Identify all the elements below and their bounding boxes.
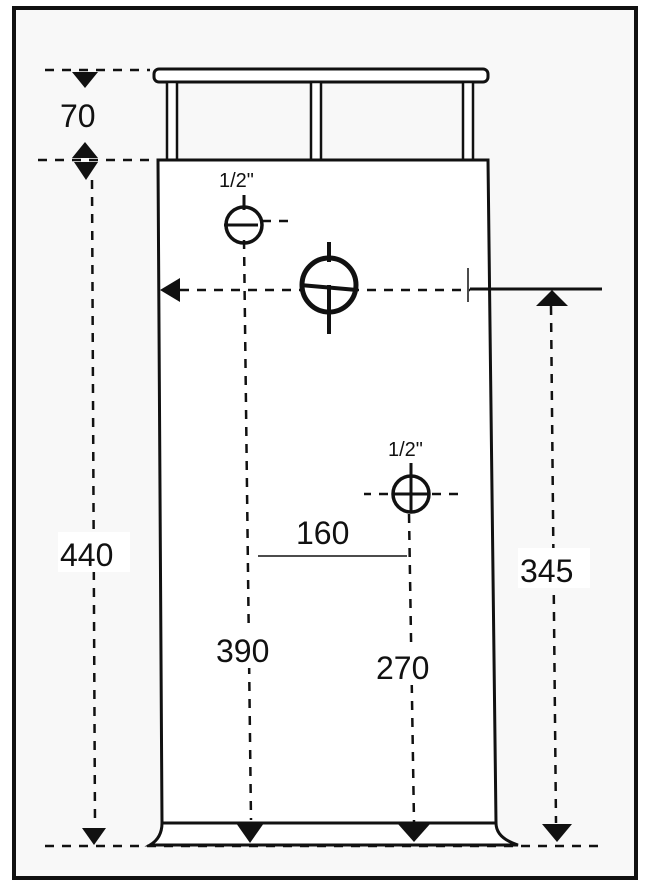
arrow-345-bottom xyxy=(542,824,572,842)
arrow-440-top xyxy=(74,162,98,180)
arrow-440-bottom xyxy=(82,828,106,845)
dim-160-label: 160 xyxy=(296,515,349,551)
dim-390-label: 390 xyxy=(216,633,269,669)
arrow-390-bottom xyxy=(236,823,264,843)
arrow-left-edge xyxy=(160,278,180,302)
dim-70-label: 70 xyxy=(60,98,96,134)
arrow-345-top xyxy=(536,290,568,306)
dim-440-bg xyxy=(58,532,130,572)
rail-post-middle xyxy=(309,80,323,162)
lower-pipe-size-label: 1/2" xyxy=(388,439,423,461)
arrow-270-bottom xyxy=(398,824,430,842)
dim-345-label: 345 xyxy=(520,553,573,589)
rail-post-right xyxy=(461,80,475,162)
dim-270-label: 270 xyxy=(376,650,429,686)
arrow-70-top xyxy=(72,72,98,88)
arrow-70-bottom xyxy=(72,142,98,158)
cabinet-base xyxy=(144,821,519,847)
dim-440-line xyxy=(90,179,97,827)
dim-390-line xyxy=(242,239,253,821)
rail-post-left xyxy=(165,80,179,162)
dim-345-bg xyxy=(518,548,590,588)
dim-440-label: 440 xyxy=(60,537,113,573)
upper-pipe-size-label: 1/2" xyxy=(219,170,254,192)
top-rail xyxy=(152,67,490,84)
dim-390-bg xyxy=(212,628,284,668)
dim-270-bg xyxy=(372,645,450,685)
